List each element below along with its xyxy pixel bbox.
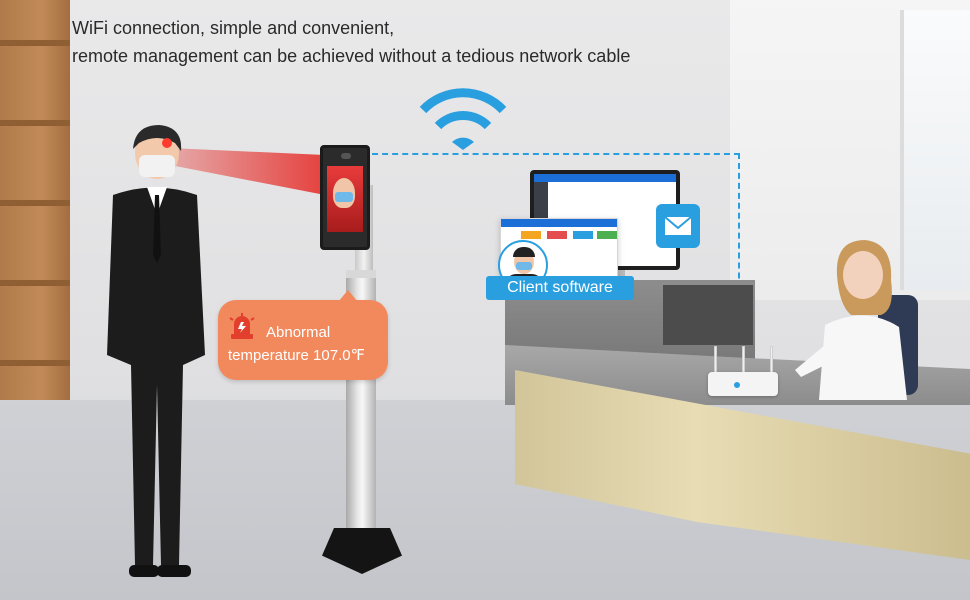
- receptionist: [795, 240, 907, 400]
- siren-icon: [229, 313, 255, 339]
- connection-line: [362, 153, 740, 155]
- headline: WiFi connection, simple and convenient, …: [72, 14, 630, 70]
- wood-wall: [0, 0, 70, 400]
- temperature-terminal: [320, 145, 370, 250]
- alert-temperature: temperature 107.0℉: [228, 347, 365, 364]
- visitor-person: [107, 125, 205, 577]
- camera-icon: [341, 153, 351, 159]
- client-software-label: Client software: [486, 276, 634, 300]
- headline-line-1: WiFi connection, simple and convenient,: [72, 18, 395, 38]
- desk-shelf: [663, 285, 753, 345]
- infrared-beam: [170, 148, 325, 195]
- wifi-router: [708, 372, 778, 396]
- alert-title: Abnormal: [266, 324, 331, 341]
- temperature-alert: Abnormal temperature 107.0℉: [218, 290, 388, 380]
- headline-line-2: remote management can be achieved withou…: [72, 46, 631, 66]
- mail-icon: [656, 204, 700, 248]
- connection-line-vertical: [738, 153, 740, 378]
- wifi-icon: [419, 88, 507, 150]
- window: [900, 10, 970, 290]
